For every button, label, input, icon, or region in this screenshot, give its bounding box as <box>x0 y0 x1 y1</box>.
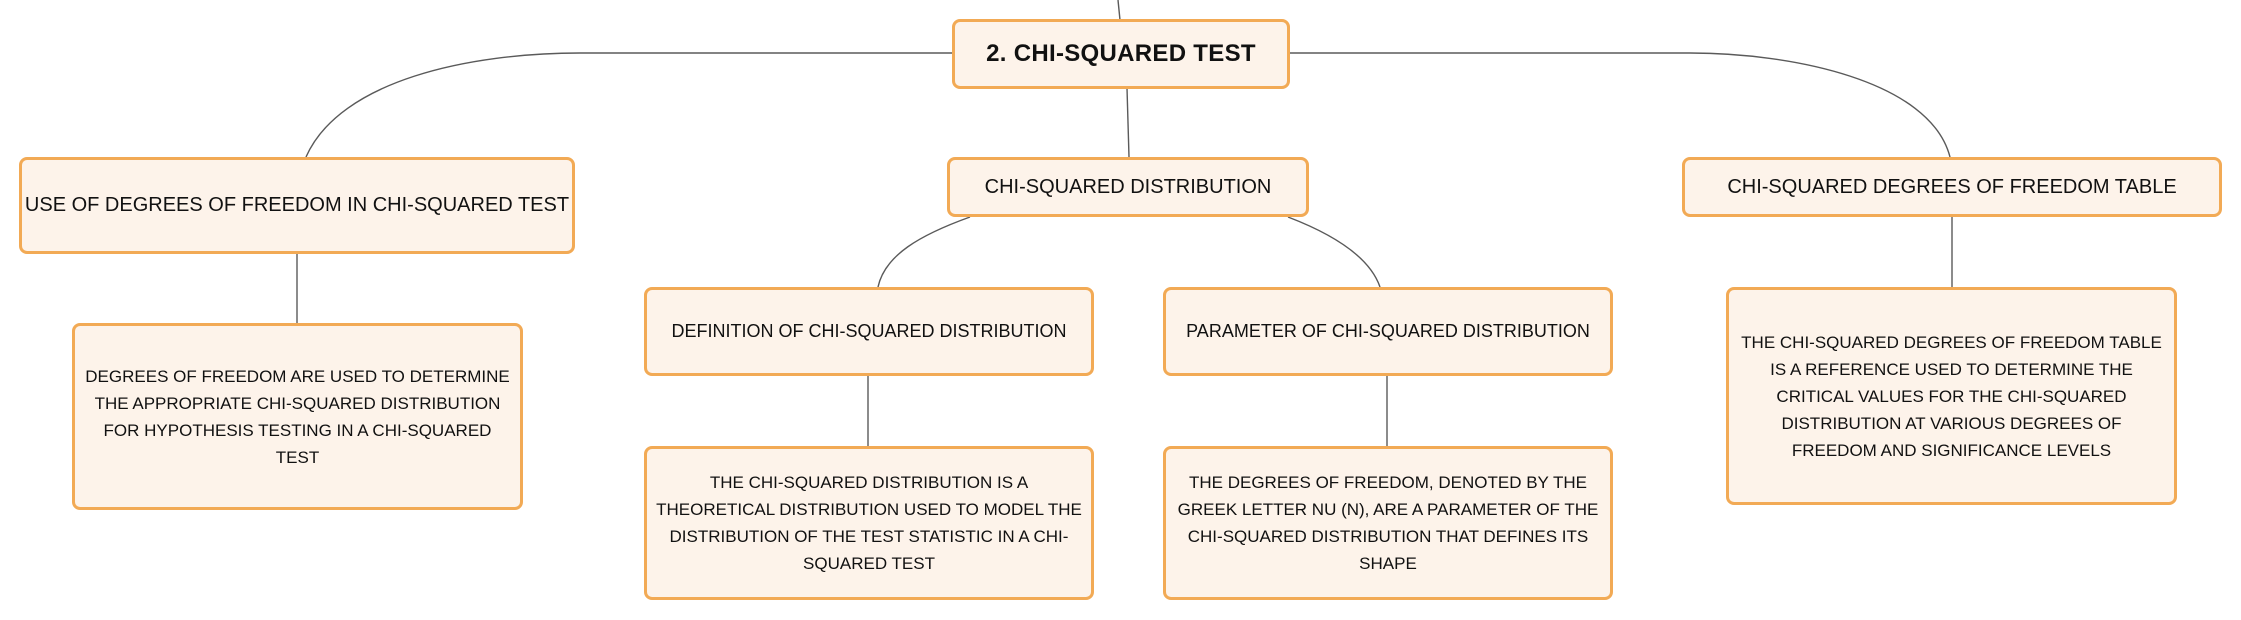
leaf-use-of-dof[interactable]: DEGREES OF FREEDOM ARE USED TO DETERMINE… <box>72 323 523 510</box>
root-node[interactable]: 2. CHI-SQUARED TEST <box>952 19 1290 89</box>
topic-use-of-dof[interactable]: USE OF DEGREES OF FREEDOM IN CHI-SQUARED… <box>19 157 575 254</box>
topic-dof-table-label: CHI-SQUARED DEGREES OF FREEDOM TABLE <box>1727 175 2177 198</box>
subtopic-definition[interactable]: DEFINITION OF CHI-SQUARED DISTRIBUTION <box>644 287 1094 376</box>
leaf-dof-table-text: THE CHI-SQUARED DEGREES OF FREEDOM TABLE… <box>1741 332 2162 460</box>
topic-use-of-dof-label: USE OF DEGREES OF FREEDOM IN CHI-SQUARED… <box>24 194 570 216</box>
root-label: 2. CHI-SQUARED TEST <box>986 40 1256 67</box>
connector-root-to-use-of-dof <box>305 52 952 158</box>
subtopic-parameter[interactable]: PARAMETER OF CHI-SQUARED DISTRIBUTION <box>1163 287 1613 376</box>
leaf-parameter-text: THE DEGREES OF FREEDOM, DENOTED BY THE G… <box>1177 473 1599 573</box>
connector-distribution-to-parameter <box>1287 216 1381 288</box>
leaf-parameter[interactable]: THE DEGREES OF FREEDOM, DENOTED BY THE G… <box>1163 446 1613 600</box>
topic-chi-squared-distribution-label: CHI-SQUARED DISTRIBUTION <box>984 175 1272 198</box>
topic-dof-table[interactable]: CHI-SQUARED DEGREES OF FREEDOM TABLE <box>1682 157 2222 217</box>
connector-parent-to-root <box>1117 0 1121 21</box>
subtopic-parameter-label: PARAMETER OF CHI-SQUARED DISTRIBUTION <box>1186 321 1590 341</box>
topic-chi-squared-distribution[interactable]: CHI-SQUARED DISTRIBUTION <box>947 157 1309 217</box>
connector-distribution-to-definition <box>877 216 971 288</box>
connector-root-to-dof-table <box>1290 52 1951 158</box>
leaf-definition[interactable]: THE CHI-SQUARED DISTRIBUTION IS A THEORE… <box>644 446 1094 600</box>
subtopic-definition-label: DEFINITION OF CHI-SQUARED DISTRIBUTION <box>671 321 1067 341</box>
connector-root-to-distribution <box>1126 87 1130 158</box>
leaf-use-of-dof-text: DEGREES OF FREEDOM ARE USED TO DETERMINE… <box>85 366 510 467</box>
leaf-definition-text: THE CHI-SQUARED DISTRIBUTION IS A THEORE… <box>656 473 1082 573</box>
leaf-dof-table[interactable]: THE CHI-SQUARED DEGREES OF FREEDOM TABLE… <box>1726 287 2177 505</box>
